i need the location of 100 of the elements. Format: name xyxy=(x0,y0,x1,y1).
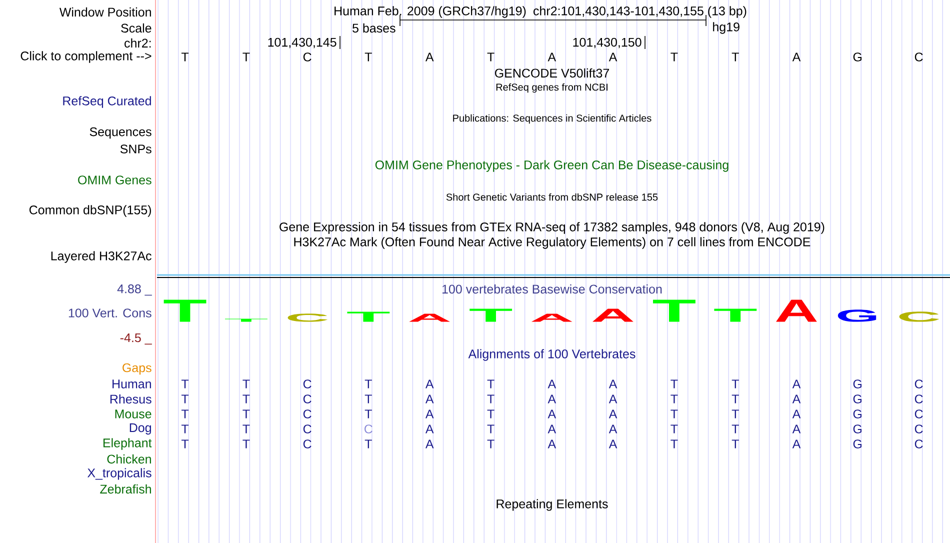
track-label: Human xyxy=(112,380,151,388)
base-letter: A xyxy=(425,410,434,418)
track-label: Click to complement --> xyxy=(20,51,152,63)
base-letter: T xyxy=(242,410,250,418)
base-letter: T xyxy=(487,380,494,388)
base-letter: T xyxy=(181,424,189,434)
base-letter: T xyxy=(242,380,250,388)
base-letter: A xyxy=(608,52,618,62)
base-letter: T xyxy=(670,394,678,404)
base-letter: G xyxy=(853,52,862,62)
base-letter: A xyxy=(608,440,618,448)
track-label: Chicken xyxy=(107,454,151,464)
track-label: Scale xyxy=(121,23,152,33)
base-letter: C xyxy=(303,424,312,434)
base-letter: A xyxy=(548,410,556,418)
base-letter: T xyxy=(364,394,372,404)
track-label: Mouse xyxy=(115,410,152,418)
base-letter: C xyxy=(914,52,923,62)
conservation-letter: G xyxy=(838,310,876,322)
track-title: Alignments of 100 Vertebrates xyxy=(468,349,636,361)
track-title: Gene Expression in 54 tissues from GTEx RNA-seq of 17382 samples, 948 donors (V8, Aug 2019) xyxy=(280,222,824,234)
assembly-label: hg19 xyxy=(713,22,740,34)
base-letter: T xyxy=(487,410,494,418)
track-title: GENCODE V50lift37 xyxy=(494,68,610,78)
base-letter: C xyxy=(914,394,923,404)
track-label: Layered H3K27Ac xyxy=(51,251,152,263)
base-letter: A xyxy=(792,410,801,418)
conservation-letter: A xyxy=(592,308,634,322)
track-label: Elephant xyxy=(103,438,152,450)
base-letter: A xyxy=(548,380,556,388)
base-letter: T xyxy=(670,424,678,434)
track-label: Gaps xyxy=(122,363,152,375)
coordinate-label: 101,430,150 xyxy=(573,38,642,48)
conservation-letter: T xyxy=(164,300,206,322)
base-letter: T xyxy=(242,394,250,404)
base-letter: T xyxy=(487,424,494,434)
axis-value: 4.88 _ xyxy=(117,284,152,296)
track-label: chr2: xyxy=(124,38,151,48)
base-letter: T xyxy=(364,52,372,62)
base-letter: A xyxy=(548,424,556,434)
base-letter: C xyxy=(303,394,312,404)
track-label: RefSeq Curated xyxy=(63,96,151,108)
track-label: Window Position xyxy=(59,7,151,17)
base-letter: T xyxy=(670,52,678,62)
base-letter: T xyxy=(242,52,250,62)
track-title: Repeating Elements xyxy=(496,499,608,511)
conservation-letter: T xyxy=(653,300,696,322)
track-label: Zebrafish xyxy=(100,484,151,494)
base-letter: T xyxy=(487,440,494,448)
base-letter: C xyxy=(303,440,312,448)
base-letter: A xyxy=(548,440,556,448)
base-letter: T xyxy=(181,52,189,62)
base-letter: T xyxy=(242,424,250,434)
base-letter: A xyxy=(792,380,801,388)
conservation-letter: T xyxy=(470,308,512,322)
base-letter: T xyxy=(364,380,372,388)
base-letter: T xyxy=(732,394,739,404)
base-letter: T xyxy=(732,440,739,448)
base-letter: C xyxy=(303,410,312,418)
base-letter: A xyxy=(608,380,618,388)
base-letter: G xyxy=(853,394,862,404)
conservation-letter: T xyxy=(714,308,757,322)
base-letter: T xyxy=(242,440,250,448)
base-letter: T xyxy=(487,394,494,404)
base-letter: T xyxy=(364,440,372,448)
track-label: Sequences xyxy=(90,127,152,139)
track-title: Short Genetic Variants from dbSNP release 155 xyxy=(446,193,658,201)
base-letter: A xyxy=(792,394,801,404)
track-label: Dog xyxy=(130,423,151,435)
axis-value: -4.5 _ xyxy=(120,333,152,345)
base-letter: T xyxy=(670,380,678,388)
conservation-letter: A xyxy=(409,314,450,322)
track-label: 100 Vert. Cons xyxy=(68,308,152,318)
scale-label: 5 bases xyxy=(352,23,396,33)
base-letter: A xyxy=(548,52,556,62)
track-title: Publications: Sequences in Scientific Articles xyxy=(453,114,652,124)
conservation-letter: C xyxy=(899,312,940,322)
base-letter: G xyxy=(853,424,862,434)
base-letter: C xyxy=(914,380,923,388)
base-letter: A xyxy=(425,394,434,404)
base-letter: C xyxy=(914,424,923,434)
base-letter: T xyxy=(487,52,494,62)
base-letter: A xyxy=(608,394,618,404)
track-title: 100 vertebrates Basewise Conservation xyxy=(442,284,662,294)
track-title: H3K27Ac Mark (Often Found Near Active Regulatory Elements) on 7 cell lines from ENCODE xyxy=(294,237,810,249)
base-letter: A xyxy=(608,410,618,418)
base-letter: C xyxy=(364,424,372,434)
base-letter: T xyxy=(181,380,189,388)
base-letter: A xyxy=(425,380,434,388)
base-letter: A xyxy=(792,424,801,434)
coordinate-label: 101,430,145 xyxy=(268,38,336,48)
base-letter: A xyxy=(792,52,801,62)
base-letter: A xyxy=(425,440,434,448)
base-letter: T xyxy=(181,410,189,418)
base-letter: G xyxy=(853,440,862,448)
conservation-letter: T xyxy=(347,312,390,322)
base-letter: T xyxy=(181,394,189,404)
base-letter: G xyxy=(853,410,862,418)
base-letter: T xyxy=(732,410,739,418)
track-label: OMIM Genes xyxy=(78,176,152,184)
